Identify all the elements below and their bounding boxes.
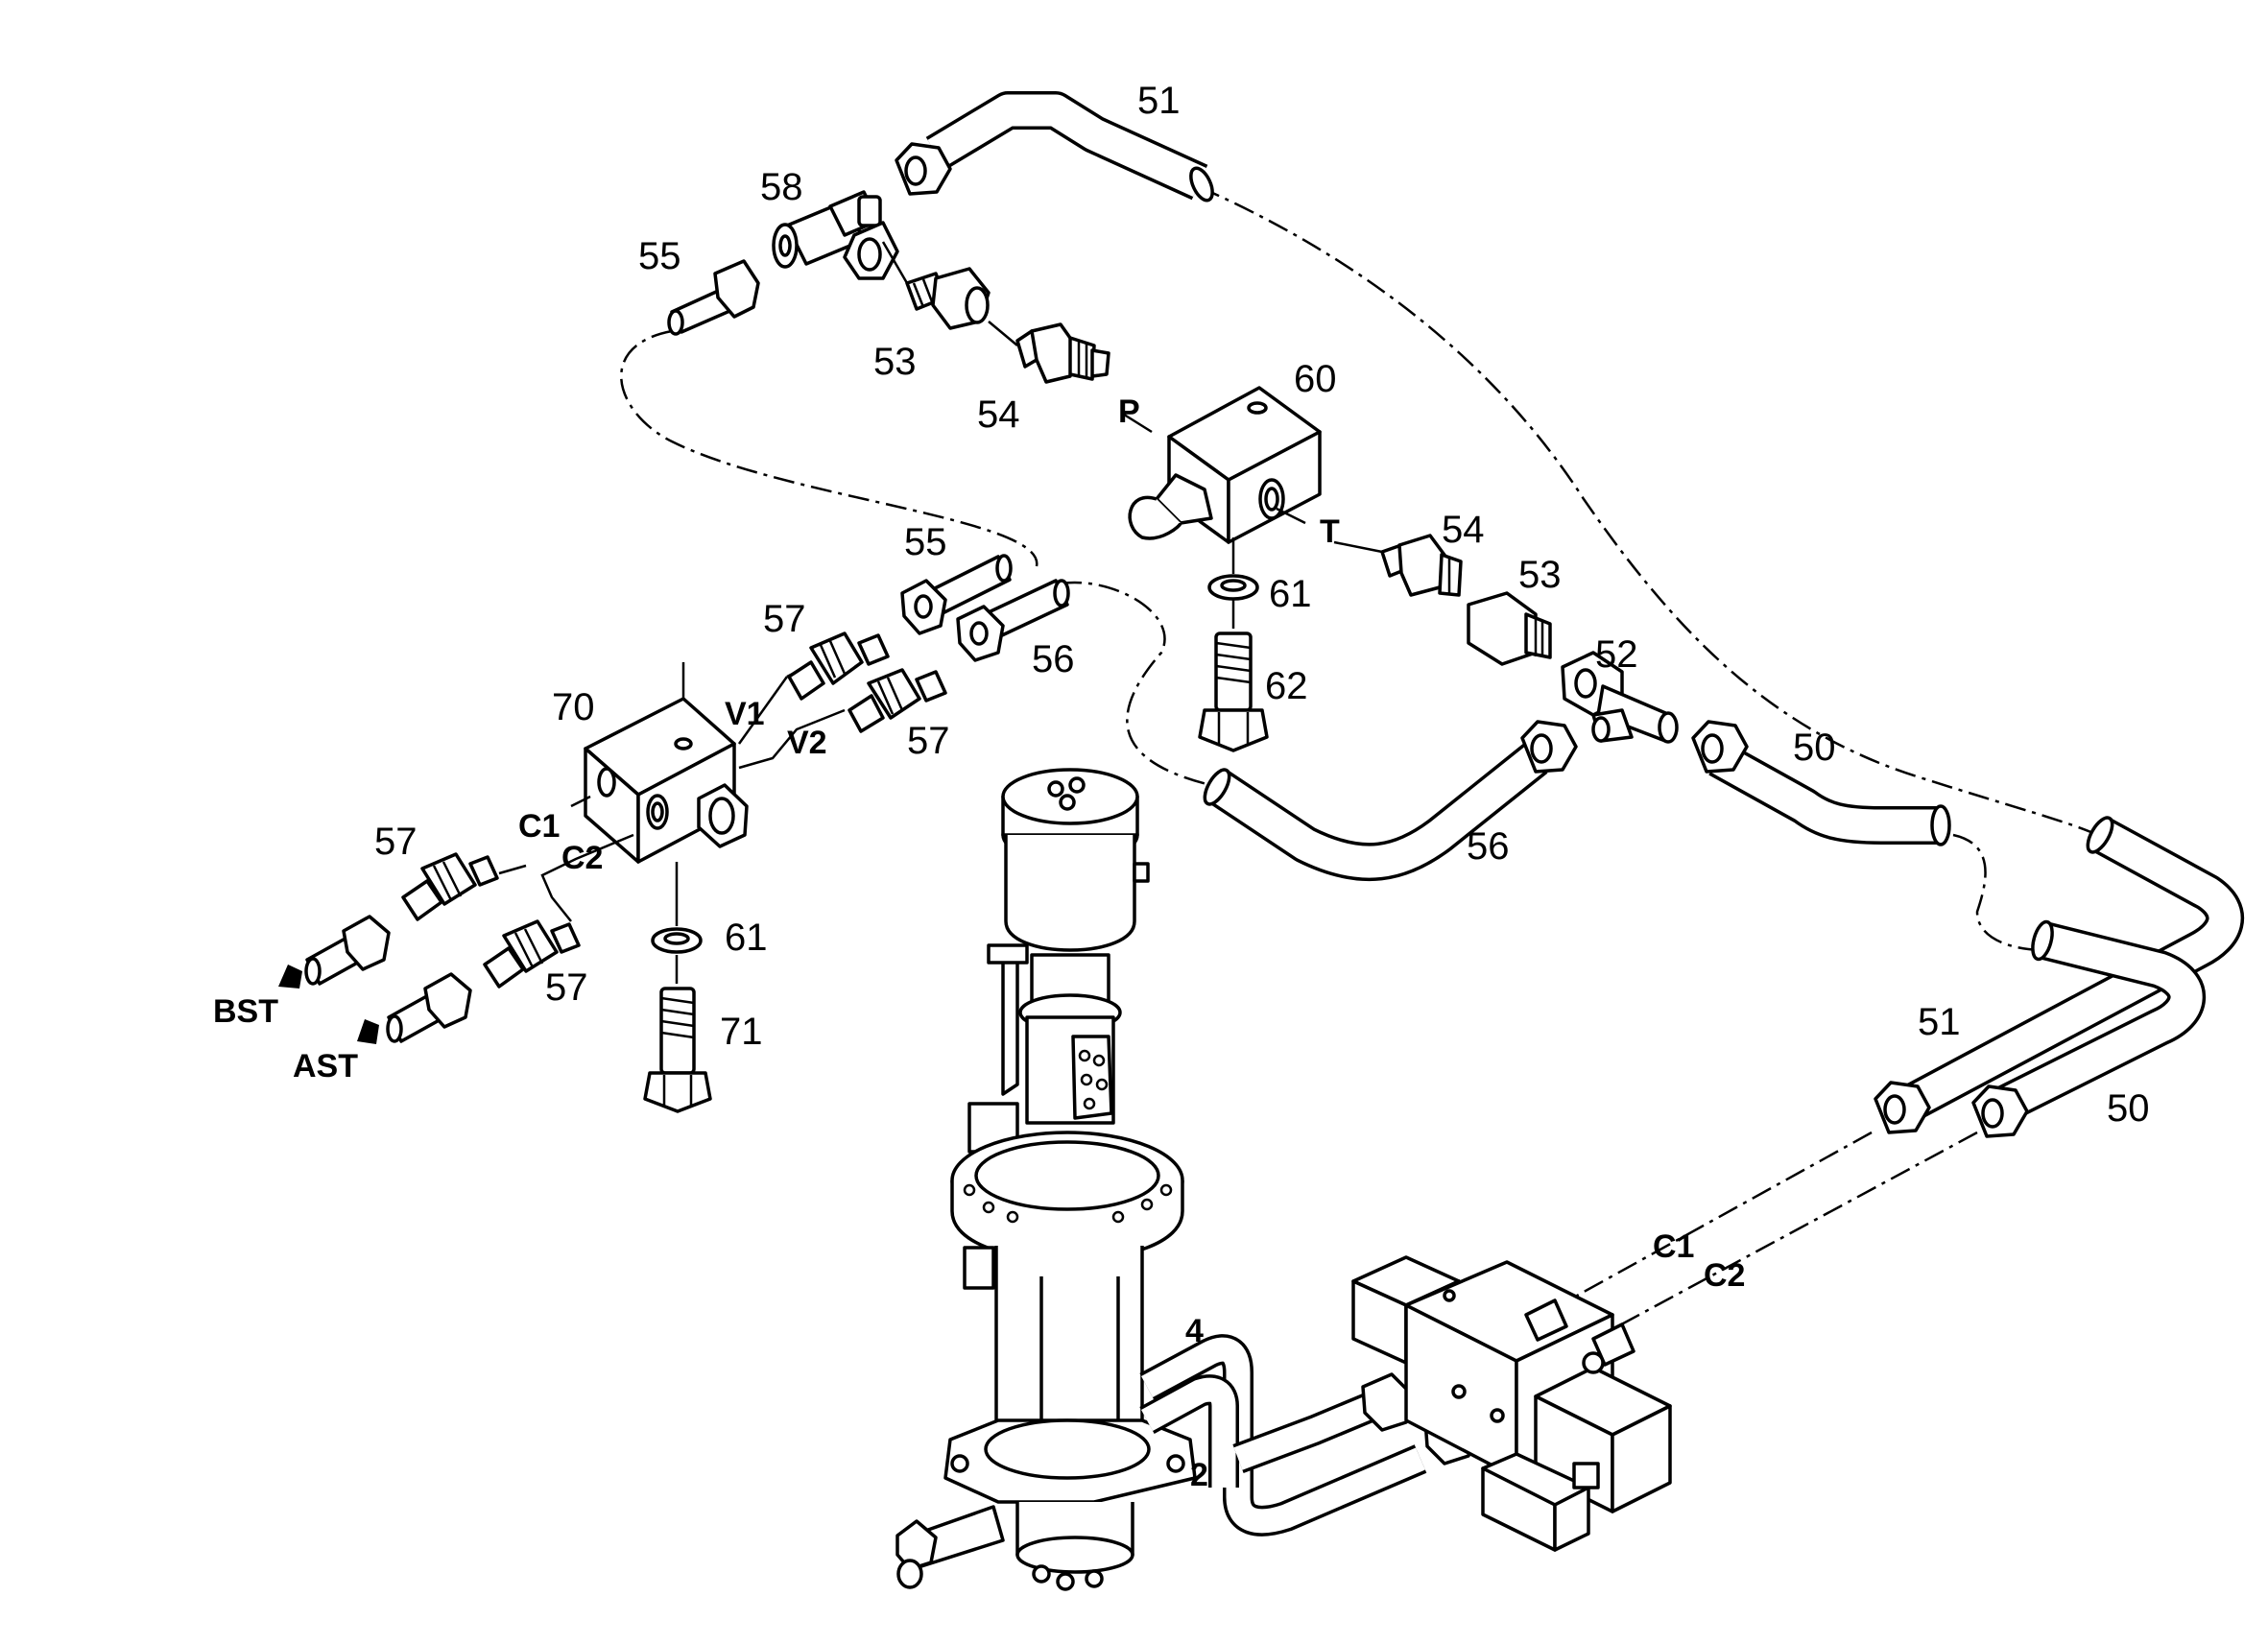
port-label-c2-right: C2 bbox=[1704, 1257, 1745, 1294]
pipe-51-right bbox=[1874, 816, 2244, 1134]
callout-57-c1: 57 bbox=[374, 821, 418, 863]
port-label-4: 4 bbox=[1185, 1313, 1204, 1349]
pipe-51-nut-icon bbox=[895, 142, 952, 196]
callout-62: 62 bbox=[1265, 665, 1308, 707]
port-label-p: P bbox=[1118, 393, 1140, 430]
callout-53-right: 53 bbox=[1518, 554, 1562, 596]
pipe-51-right-nut-icon bbox=[1874, 1081, 1931, 1134]
port-label-ast: AST bbox=[293, 1048, 358, 1084]
port-label-bst: BST bbox=[213, 993, 278, 1030]
hose-end-56-mid bbox=[956, 579, 1070, 662]
callout-57-v2: 57 bbox=[907, 720, 950, 762]
pipe-50-right-nut-icon bbox=[1971, 1084, 2029, 1138]
callout-numbers: 51 58 55 53 54 60 55 54 53 61 57 56 52 6… bbox=[374, 80, 2150, 1130]
callout-51-right: 51 bbox=[1918, 1001, 1961, 1043]
washer-61-top bbox=[1207, 574, 1259, 601]
connection-lines bbox=[619, 185, 2108, 1331]
callout-55-top: 55 bbox=[638, 235, 681, 277]
callout-71: 71 bbox=[720, 1011, 763, 1053]
callout-54-right: 54 bbox=[1442, 509, 1485, 551]
callout-56-lower: 56 bbox=[1467, 825, 1510, 868]
callout-52: 52 bbox=[1595, 633, 1638, 676]
callout-57-v1: 57 bbox=[763, 598, 806, 640]
callout-56-mid: 56 bbox=[1032, 638, 1075, 680]
callout-55-mid: 55 bbox=[904, 521, 947, 563]
nut-53-right bbox=[1467, 591, 1552, 666]
port-label-c1-left: C1 bbox=[518, 808, 560, 845]
pipe-51-top bbox=[895, 91, 1214, 203]
port-label-v2: V2 bbox=[787, 725, 827, 761]
callout-54-top: 54 bbox=[977, 393, 1020, 436]
bolt-62 bbox=[1198, 631, 1269, 752]
port-labels: P T V1 V2 C1 C2 BST AST C1 C2 4 2 bbox=[213, 393, 1745, 1493]
nipple-57-v1 bbox=[787, 631, 890, 701]
port-label-c2-left: C2 bbox=[561, 840, 603, 876]
nipple-54-top bbox=[1015, 322, 1110, 384]
port-label-c1-right: C1 bbox=[1653, 1228, 1694, 1265]
pipe-50-middle bbox=[1691, 720, 1951, 846]
callout-61-top: 61 bbox=[1269, 573, 1312, 615]
callout-70: 70 bbox=[552, 686, 595, 728]
valve-block-70 bbox=[584, 697, 749, 864]
callout-58: 58 bbox=[760, 166, 803, 208]
valve-manifold bbox=[1351, 1255, 1672, 1552]
port-label-2: 2 bbox=[1190, 1457, 1208, 1493]
hose-end-ast bbox=[357, 972, 472, 1044]
tee-fitting-58 bbox=[772, 190, 899, 280]
pipe-56-lower bbox=[1203, 720, 1578, 882]
nipple-53-top bbox=[905, 267, 991, 330]
callout-50-right: 50 bbox=[2107, 1087, 2150, 1130]
cylinder-assembly bbox=[895, 768, 1197, 1591]
nipple-57-c1 bbox=[401, 852, 499, 921]
callout-60: 60 bbox=[1294, 358, 1337, 400]
callout-51-top: 51 bbox=[1137, 80, 1181, 122]
connection-pipes bbox=[1139, 1334, 1475, 1537]
hose-end-55-top bbox=[667, 259, 760, 336]
leader-lines bbox=[498, 241, 1383, 984]
nipple-54-right bbox=[1380, 534, 1463, 597]
tee-fitting-52 bbox=[1561, 651, 1679, 744]
washer-61-low bbox=[651, 927, 703, 954]
port-label-v1: V1 bbox=[725, 696, 765, 732]
callout-53-top: 53 bbox=[873, 341, 917, 383]
hose-end-55-mid bbox=[900, 554, 1013, 635]
port-label-t: T bbox=[1320, 513, 1340, 550]
valve-block-60 bbox=[1128, 386, 1322, 544]
hose-end-bst bbox=[278, 915, 391, 989]
callout-57-c2: 57 bbox=[545, 966, 588, 1009]
nipple-57-c2 bbox=[483, 919, 581, 989]
callout-50-mid: 50 bbox=[1793, 727, 1836, 769]
bolt-71 bbox=[643, 987, 712, 1113]
callout-61-low: 61 bbox=[725, 917, 768, 959]
pipe-50-right bbox=[1971, 919, 2207, 1138]
nipple-57-v2 bbox=[848, 668, 947, 733]
